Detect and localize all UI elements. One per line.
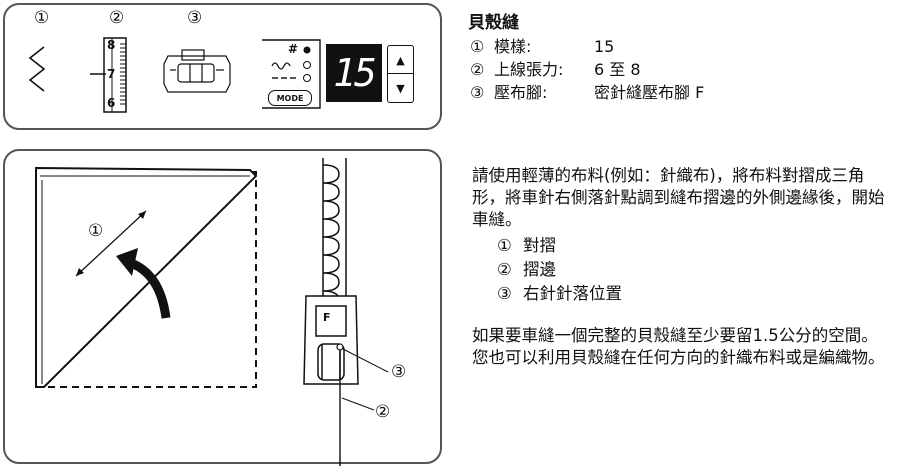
callout-fold-edge: ② xyxy=(375,402,391,422)
down-arrow-button[interactable]: ▼ xyxy=(396,82,405,95)
tension-tick-6: 6 xyxy=(107,96,116,110)
fold-arrow xyxy=(75,210,147,277)
needle-drop-point xyxy=(336,343,344,351)
indicator-led-2 xyxy=(303,61,311,69)
tension-tick-7: 7 xyxy=(107,67,116,81)
pattern-selector-buttons: ▲ ▼ xyxy=(387,45,414,103)
label-3: ③ xyxy=(187,8,203,28)
display-console xyxy=(262,39,321,109)
satin-foot-icon xyxy=(303,295,359,385)
tension-dial-icon xyxy=(90,37,127,113)
indicator-led-3 xyxy=(303,74,311,82)
stitch-pattern-icon xyxy=(28,46,46,92)
pattern-number-display: 15 xyxy=(326,44,382,102)
tension-tick-8: 8 xyxy=(107,38,116,52)
thread-indicator-symbol: # xyxy=(288,42,299,56)
instruction-text: 請使用輕薄的布料(例如：針織布)，將布料對摺成三角形，將車針右側落針點調到縫布摺… xyxy=(472,166,885,229)
callout-fold: ① xyxy=(88,221,104,241)
mode-button[interactable]: MODE xyxy=(268,90,312,106)
callout-needle: ③ xyxy=(391,362,407,382)
page-title: 貝殼縫 xyxy=(468,13,519,33)
shell-stitch-column xyxy=(322,158,347,310)
note-text: 如果要車縫一個完整的貝殼縫至少要留1.5公分的空間。您也可以利用貝殼縫在任何方向… xyxy=(472,326,885,367)
presser-foot-icon xyxy=(163,49,231,93)
label-2: ② xyxy=(109,8,125,28)
indicator-led-1 xyxy=(303,46,311,54)
foot-letter: F xyxy=(323,311,331,324)
label-1: ① xyxy=(34,8,50,28)
up-arrow-button[interactable]: ▲ xyxy=(396,54,405,67)
